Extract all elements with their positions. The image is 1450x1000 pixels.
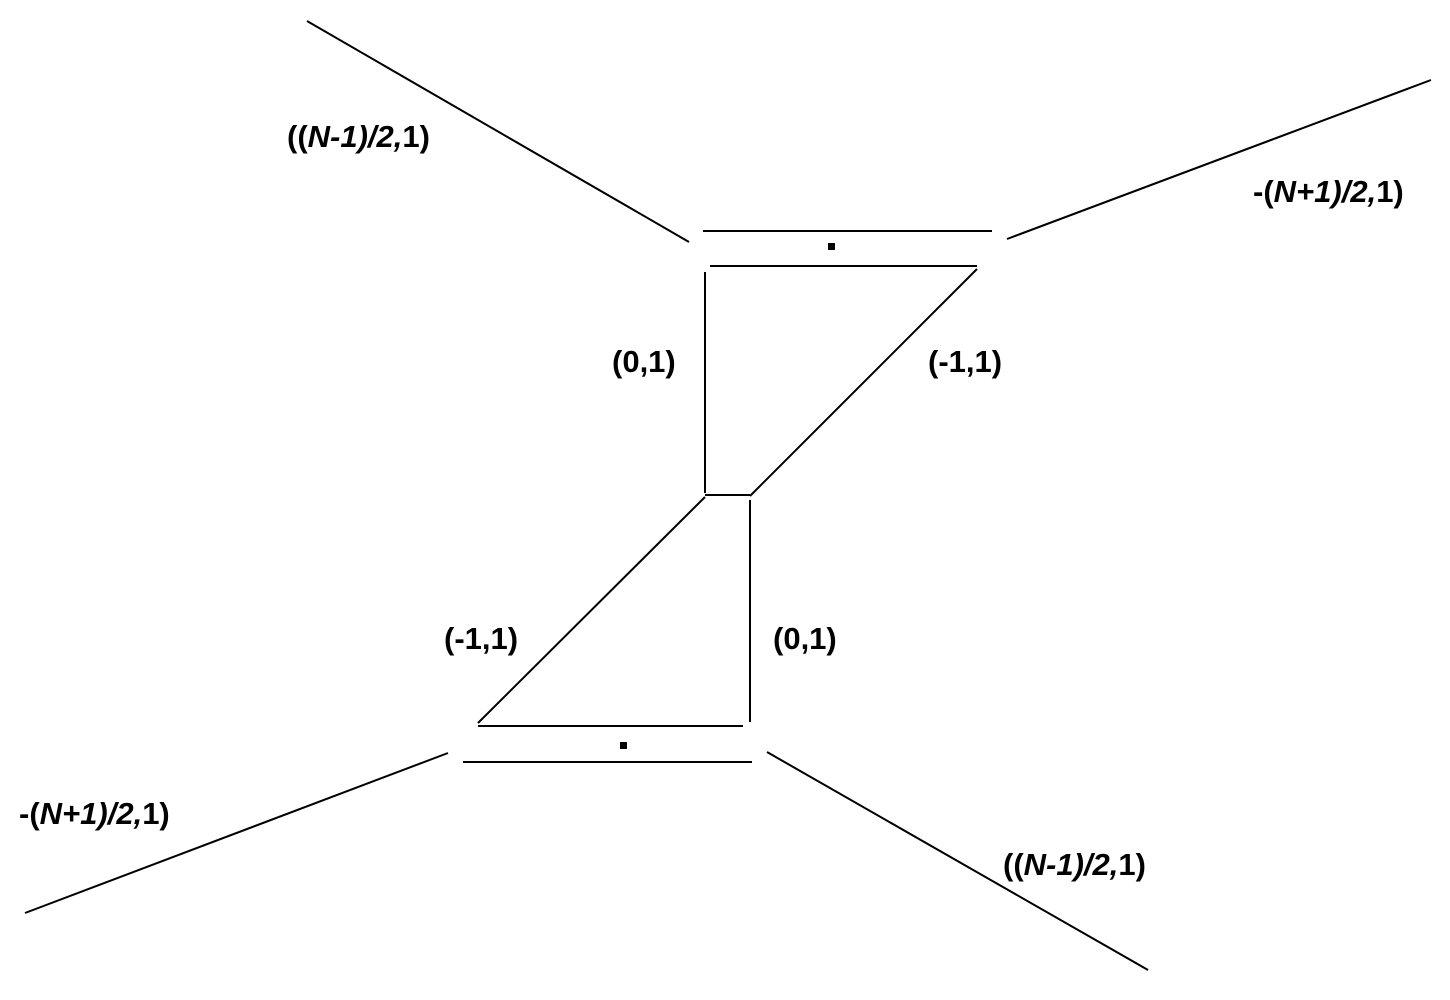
upper-diagonal-label: (-1,1) [928, 344, 1003, 379]
bottom-left-leg-label-n: N+1)/2, [39, 796, 143, 831]
top-left-leg-label-n: N-1)/2, [307, 119, 403, 154]
bottom-right-leg-line [766, 751, 1149, 971]
lower-diagonal-label: (-1,1) [444, 621, 519, 656]
upper-diagonal-line [749, 268, 978, 497]
bottom-right-leg-label-n: N-1)/2, [1023, 847, 1119, 882]
lower-vertical-label: (0,1) [773, 621, 837, 656]
top-left-leg-label-post: 1) [402, 119, 430, 154]
bottom-right-leg-label: ((N-1)/2,1) [1003, 849, 1146, 880]
top-right-leg-line [1006, 79, 1432, 240]
top-left-leg-label: ((N-1)/2,1) [287, 121, 430, 152]
top-right-leg-label-post: 1) [1376, 174, 1404, 209]
bottom-left-leg-label-post: 1) [142, 796, 170, 831]
bottom-left-leg-label-pre: -( [19, 796, 40, 831]
top-left-leg-label-pre: (( [287, 119, 308, 154]
top-right-leg-label-pre: -( [1253, 174, 1274, 209]
top-left-leg-line [306, 20, 690, 243]
bottom-left-leg-label: -(N+1)/2,1) [19, 798, 170, 829]
lower-diagonal-line [477, 496, 706, 724]
top-right-leg-label: -(N+1)/2,1) [1253, 176, 1404, 207]
lower-bar-dot [620, 742, 627, 749]
upper-bar-dot [828, 243, 835, 250]
top-right-leg-label-n: N+1)/2, [1273, 174, 1377, 209]
bottom-right-leg-label-pre: (( [1003, 847, 1024, 882]
bottom-right-leg-label-post: 1) [1118, 847, 1146, 882]
upper-vertical-label: (0,1) [612, 344, 676, 379]
bottom-left-leg-line [24, 752, 449, 914]
